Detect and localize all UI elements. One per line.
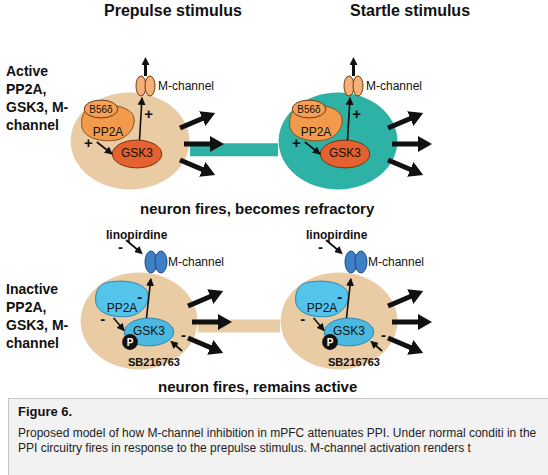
regulation-arrow: [97, 142, 112, 154]
neuron-body: M-channelPP2AGSK3P: [80, 272, 198, 370]
state-label: Inactive PP2A, GSK3, M-channel: [6, 280, 78, 352]
channel-label: M-channel: [368, 256, 424, 269]
ellipse-outline: [71, 92, 190, 189]
axon-connector: [198, 319, 280, 332]
ellipse-outline: [292, 100, 326, 118]
regulation-arrow: [305, 142, 320, 154]
drug-name: linopirdine: [106, 226, 167, 244]
channel-label: M-channel: [158, 80, 214, 93]
channel-subunit: [155, 251, 167, 273]
subunit-name: B56δ: [84, 100, 118, 118]
axon-connector: [190, 143, 278, 156]
ellipse-outline: [279, 92, 398, 189]
kinase-ellipse: GSK3P: [324, 318, 374, 346]
ellipse-outline: [112, 140, 162, 168]
kinase-ellipse: GSK3: [112, 140, 162, 168]
regulation-arrow: [140, 98, 143, 140]
channel-subunit: [145, 76, 155, 96]
ellipse-outline: [122, 334, 138, 350]
effect-sign: +: [352, 104, 361, 121]
ion-flow-arrow: [144, 62, 147, 76]
channel-label: M-channel: [366, 80, 422, 93]
column-heading: Prepulse stimulus: [104, 2, 242, 20]
effect-sign: -: [300, 310, 305, 327]
ellipse-outline: [320, 140, 370, 168]
enzyme-name: GSK3: [320, 140, 370, 168]
effect-sign: -: [337, 288, 342, 305]
channel-subunit: [345, 251, 357, 273]
phospho-circle: P: [122, 334, 138, 350]
kinase-ellipse: GSK3P: [124, 318, 174, 346]
output-arrow: [180, 160, 206, 171]
regulation-arrow: [147, 279, 151, 318]
ellipse-outline: [281, 272, 398, 369]
outcome-label: neuron fires, becomes refractory: [140, 200, 374, 218]
phospho-circle: P: [322, 334, 338, 350]
drug-name: SB216763: [328, 353, 380, 371]
drug-name: linopirdine: [306, 226, 367, 244]
ellipse-outline: [84, 100, 118, 118]
regulation-arrow: [348, 98, 351, 140]
effect-sign: +: [84, 134, 93, 151]
output-arrow: [388, 160, 414, 171]
effect-sign: -: [100, 310, 105, 327]
channel-subunit: [355, 251, 367, 273]
channel-subunit: [145, 251, 157, 273]
ellipse-outline: [81, 272, 198, 369]
kinase-ellipse: GSK3: [320, 140, 370, 168]
column-heading: Startle stimulus: [350, 2, 470, 20]
outcome-label: neuron fires, remains active: [158, 378, 357, 396]
inhibition-sign: -: [381, 326, 386, 344]
effect-sign: +: [292, 134, 301, 151]
inhibition-sign: -: [118, 238, 123, 256]
regulation-arrow: [114, 318, 124, 331]
effect-sign: +: [144, 104, 153, 121]
channel-subunit: [353, 76, 363, 96]
channel-label: M-channel: [168, 256, 224, 269]
inhibition-sign: -: [318, 238, 323, 256]
ion-flow-arrow: [352, 62, 355, 76]
regulation-arrow: [314, 318, 324, 331]
subunit-ellipse: B56δ: [84, 100, 118, 118]
enzyme-name: GSK3: [112, 140, 162, 168]
caption-text: Proposed model of how M-channel inhibiti…: [18, 426, 540, 456]
phospho-mark: P: [322, 334, 338, 350]
subunit-ellipse: B56δ: [292, 100, 326, 118]
inhibition-sign: -: [181, 326, 186, 344]
regulation-arrow: [347, 279, 351, 318]
effect-sign: -: [137, 288, 142, 305]
drug-name: SB216763: [128, 353, 180, 371]
phospho-mark: P: [122, 334, 138, 350]
ellipse-outline: [322, 334, 338, 350]
state-label: Active PP2A, GSK3, M-channel: [6, 62, 78, 134]
neuron-body: M-channelPP2AGSK3P: [280, 272, 398, 370]
figure-number: Figure 6.: [18, 403, 72, 421]
subunit-name: B56δ: [292, 100, 326, 118]
